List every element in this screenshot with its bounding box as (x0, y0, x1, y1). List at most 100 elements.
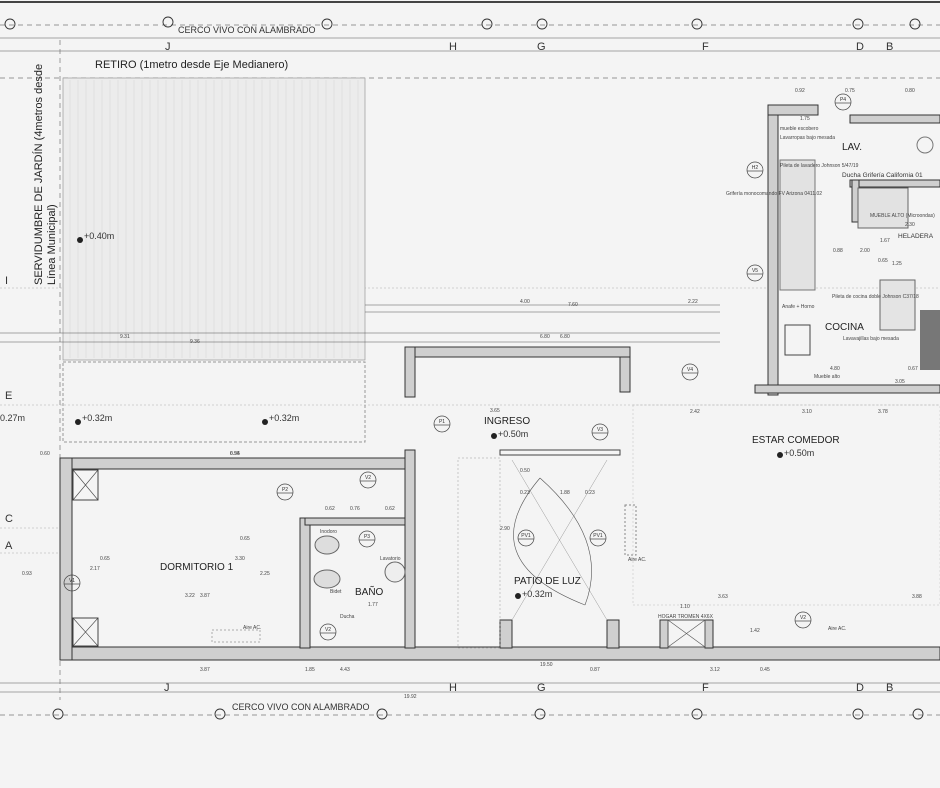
svg-text:+0.40m: +0.40m (84, 231, 114, 241)
svg-text:H: H (449, 682, 457, 694)
svg-text:Pileta de cocina doble Johnson: Pileta de cocina doble Johnson C37/18 (832, 294, 919, 300)
dimension-label: 0.62 (325, 506, 335, 512)
dimension-label: 2.00 (860, 248, 870, 254)
dimension-label: 9.36 (190, 339, 200, 345)
svg-text:P3: P3 (364, 534, 370, 540)
dimension-label: 9.31 (120, 334, 130, 340)
svg-text:0.27m: 0.27m (0, 413, 25, 423)
dimension-label: 3.12 (710, 667, 720, 673)
axis-labels-bottom: J H G F D B (164, 682, 893, 694)
svg-text:Lavavajillas bajo mesada: Lavavajillas bajo mesada (843, 336, 899, 342)
svg-text:V2: V2 (365, 475, 371, 481)
opening-marker: P4 (834, 93, 852, 111)
dimension-label: 2.30 (905, 222, 915, 228)
dimension-label: 1.88 (560, 490, 570, 496)
svg-text:G: G (537, 41, 546, 53)
svg-text:Bidet: Bidet (330, 589, 342, 595)
dimension-label: 0.76 (350, 506, 360, 512)
svg-text:Mueble alto: Mueble alto (814, 374, 840, 380)
room-label-ingreso: INGRESO (484, 416, 530, 427)
room-label-patio: PATIO DE LUZ (514, 576, 581, 587)
dimension-label: 0.50 (520, 468, 530, 474)
dimension-label: 1.10 (680, 604, 690, 610)
opening-marker: P1 (433, 415, 451, 433)
axis-labels-top: J H G F D B (165, 41, 893, 53)
opening-marker: P3 (358, 530, 376, 548)
servidumbre-label-2: Línea Municipal) (46, 204, 58, 285)
svg-text:V1: V1 (69, 578, 75, 584)
dimension-label: 1.67 (880, 238, 890, 244)
level-marker-icon (491, 433, 497, 439)
room-label-cocina: COCINA (825, 322, 864, 333)
dimension-label: 1.25 (892, 261, 902, 267)
dimension-label: 0.23 (585, 490, 595, 496)
svg-text:E: E (5, 390, 12, 402)
fence-bottom-label: CERCO VIVO CON ALAMBRADO (232, 702, 370, 712)
svg-text:Inodoro: Inodoro (320, 529, 337, 535)
dimension-label: 4.43 (340, 667, 350, 673)
dimension-label: 3.30 (235, 556, 245, 562)
dimension-label: 2.42 (690, 409, 700, 415)
svg-text:Aire AC.: Aire AC. (628, 557, 646, 563)
dimension-label: 2.22 (688, 299, 698, 305)
svg-text:+0.32m: +0.32m (522, 589, 552, 599)
svg-text:MUEBLE ALTO (Microondas): MUEBLE ALTO (Microondas) (870, 213, 935, 219)
svg-text:Aire AC.: Aire AC. (828, 626, 846, 632)
dimension-label: 0.94 (230, 451, 240, 457)
dimension-label: 19.92 (404, 694, 417, 700)
dimension-label: 0.87 (590, 667, 600, 673)
dimension-label: 3.87 (200, 593, 210, 599)
dimension-label: 0.60 (40, 451, 50, 457)
room-label-estar: ESTAR COMEDOR (752, 435, 840, 446)
opening-marker: V5 (746, 264, 764, 282)
dimension-label: 0.65 (100, 556, 110, 562)
opening-marker: V2 (359, 471, 377, 489)
dimension-label: 19.50 (540, 662, 553, 668)
dimension-label: 1.42 (750, 628, 760, 634)
svg-text:Lavarropas bajo mesada: Lavarropas bajo mesada (780, 135, 835, 141)
dimension-label: 0.75 (845, 88, 855, 94)
opening-marker: P2 (276, 483, 294, 501)
dimension-label: 4.00 (520, 299, 530, 305)
svg-text:mueble escobero: mueble escobero (780, 126, 819, 132)
dimension-label: 2.90 (500, 526, 510, 532)
svg-text:HOGAR TROMEN 4X6X: HOGAR TROMEN 4X6X (658, 614, 714, 620)
svg-text:H: H (449, 41, 457, 53)
level-marker-icon (515, 593, 521, 599)
svg-text:Ducha: Ducha (340, 614, 355, 620)
dimension-label: 1.75 (800, 116, 810, 122)
level-marker-icon (75, 419, 81, 425)
dimension-label: 3.65 (490, 408, 500, 414)
fence-bottom: CERCO VIVO CON ALAMBRADO (0, 702, 940, 720)
dimension-label: 7.60 (568, 302, 578, 308)
svg-text:B: B (886, 41, 893, 53)
svg-text:+0.50m: +0.50m (784, 448, 814, 458)
svg-text:Grifería monocomando FV Arizon: Grifería monocomando FV Arizona 0411.02 (726, 191, 822, 197)
svg-text:G: G (537, 682, 546, 694)
opening-marker: V2 (319, 623, 337, 641)
svg-text:A: A (5, 540, 13, 552)
opening-marker: V4 (681, 363, 699, 381)
dimension-label: 1.85 (305, 667, 315, 673)
dimension-label: 4.80 (830, 366, 840, 372)
dimension-label: 0.62 (385, 506, 395, 512)
garden-area: RETIRO (1metro desde Eje Medianero) SERV… (0, 59, 720, 443)
svg-text:J: J (165, 41, 171, 53)
svg-text:F: F (702, 41, 709, 53)
dimension-label: 3.05 (895, 379, 905, 385)
dimension-label: 0.65 (878, 258, 888, 264)
opening-marker: V3 (591, 423, 609, 441)
svg-text:PV1: PV1 (521, 533, 531, 539)
dimension-label: 3.22 (185, 593, 195, 599)
svg-text:PV1: PV1 (593, 533, 603, 539)
dimension-label: 0.67 (908, 366, 918, 372)
dimension-label: 6.80 (560, 334, 570, 340)
svg-text:H2: H2 (752, 165, 759, 171)
svg-text:I: I (5, 275, 8, 287)
room-label-bano: BAÑO (355, 585, 384, 598)
svg-text:C: C (5, 513, 13, 525)
svg-text:Aire AC.: Aire AC. (243, 625, 261, 631)
